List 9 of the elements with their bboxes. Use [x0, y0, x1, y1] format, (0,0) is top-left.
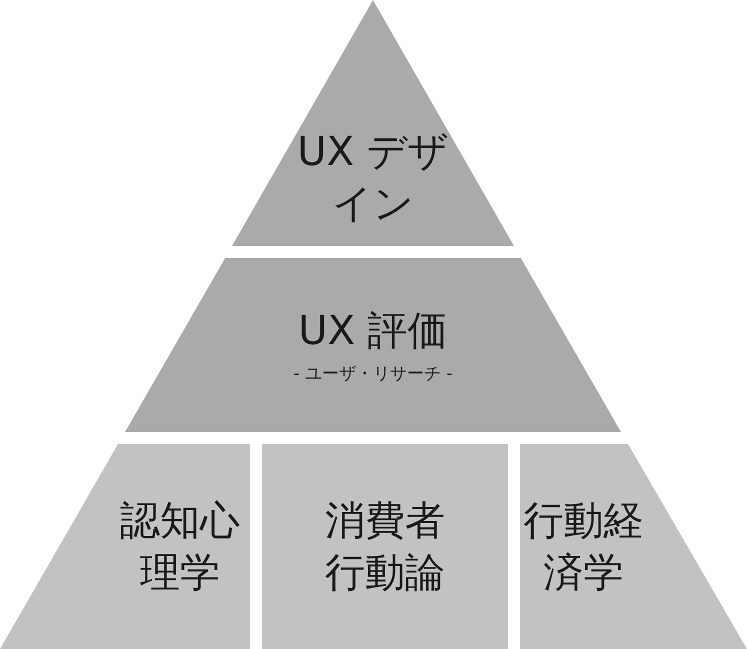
pyramid-base-block — [262, 444, 508, 649]
tier-label: 認知心理学 — [119, 496, 241, 598]
tier-label: 行動経済学 — [522, 496, 644, 598]
tier-label: UX デザイン — [296, 128, 450, 229]
tier-label: UX 評価 — [298, 306, 448, 356]
tier-label: 消費者行動論 — [324, 496, 446, 598]
pyramid-base-block — [520, 444, 747, 649]
tier-subtitle: - ユーザ・リサーチ - — [293, 362, 453, 386]
pyramid-base-block — [0, 444, 250, 649]
